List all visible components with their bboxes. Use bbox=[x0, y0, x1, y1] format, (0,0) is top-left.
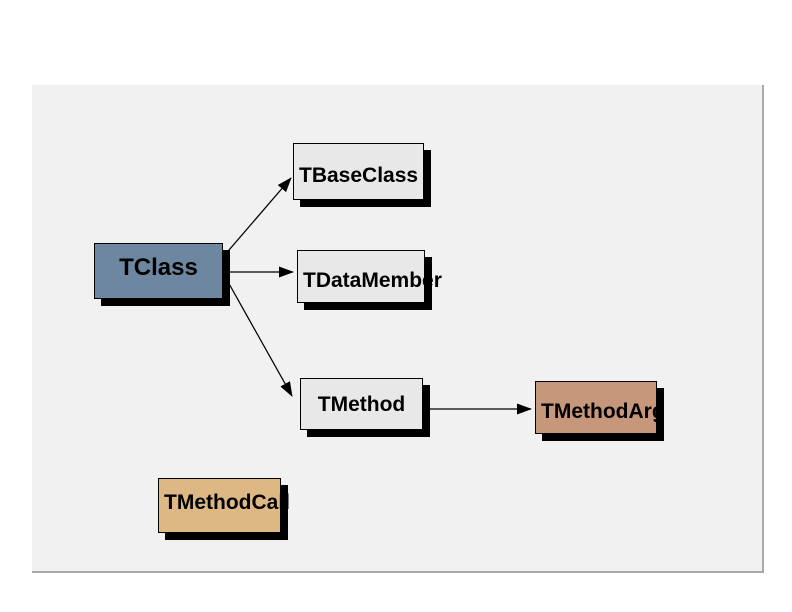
node-tclass[interactable]: TClass bbox=[94, 243, 223, 299]
edge-tclass-tmethod bbox=[222, 272, 293, 397]
node-tmethodcall[interactable]: TMethodCall bbox=[158, 478, 290, 533]
edges-layer bbox=[222, 177, 532, 415]
node-tbaseclass[interactable]: TBaseClass bbox=[293, 143, 424, 200]
edge-tclass-tbaseclass bbox=[222, 177, 292, 258]
node-tmethod[interactable]: TMethod bbox=[300, 378, 423, 430]
diagram-canvas: TClass TBaseClass TDataMember TMethod TM… bbox=[32, 85, 764, 573]
node-tmethodarg[interactable]: TMethodArg bbox=[535, 381, 665, 434]
node-tdatamember[interactable]: TDataMember bbox=[297, 250, 442, 303]
